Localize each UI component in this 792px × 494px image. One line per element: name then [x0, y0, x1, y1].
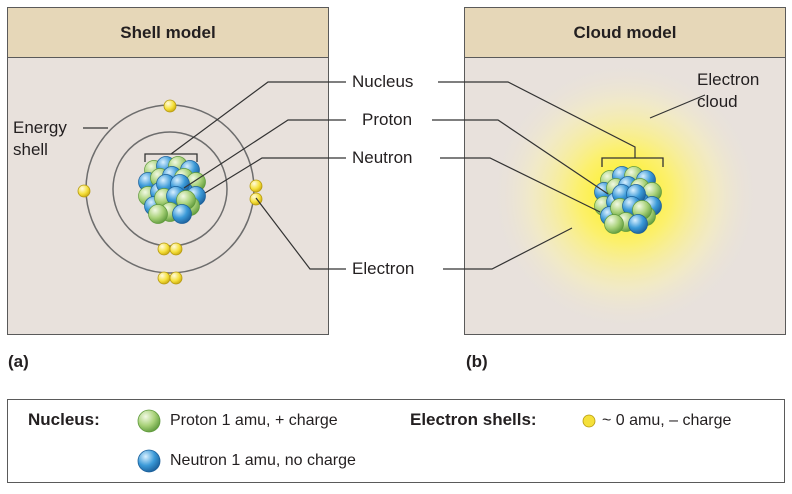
electron-swatch-icon	[582, 414, 596, 428]
electron-label: Electron	[352, 259, 415, 278]
leader-electron-cloud	[649, 94, 706, 119]
energy-shell-label: Energy shell	[13, 118, 67, 159]
electron	[163, 99, 177, 113]
proton	[604, 214, 624, 234]
cloud-model-title: Cloud model	[465, 8, 785, 58]
shell-model-title: Shell model	[8, 8, 328, 58]
legend-electron-heading: Electron shells:	[410, 410, 537, 429]
neutron-swatch-icon	[137, 449, 161, 473]
panel-b-tag: (b)	[466, 352, 488, 371]
panel-a-tag: (a)	[8, 352, 29, 371]
legend-neutron-text: Neutron 1 amu, no charge	[170, 452, 356, 469]
leader-electron-a	[255, 197, 346, 270]
electron	[157, 242, 171, 256]
electron	[169, 242, 183, 256]
electron	[157, 271, 171, 285]
nucleus-bracket-b	[601, 157, 664, 167]
electron	[249, 179, 263, 193]
proton-label: Proton	[362, 110, 413, 129]
legend-electron-text: ~ 0 amu, – charge	[602, 412, 732, 429]
nucleus-shell-model	[138, 156, 206, 224]
leader-nucleus-b	[438, 81, 636, 158]
legend: Nucleus: Proton 1 amu, + charge Neutron …	[7, 399, 785, 483]
energy-shell-inner	[112, 131, 228, 247]
neutron-label: Neutron	[352, 148, 413, 167]
electron	[77, 184, 91, 198]
electrons	[77, 99, 263, 285]
electron-cloud-label: Electron cloud	[697, 70, 760, 111]
neutron	[172, 204, 192, 224]
leader-nucleus-a	[170, 81, 346, 155]
leader-proton-b	[432, 119, 609, 195]
neutron	[628, 214, 648, 234]
nucleus-label: Nucleus	[352, 72, 414, 91]
legend-nucleus-heading: Nucleus:	[28, 410, 100, 429]
leader-neutron-b	[440, 157, 601, 213]
leader-electron-b	[443, 227, 573, 270]
proton-swatch-icon	[137, 409, 161, 433]
nucleus-cloud-model	[594, 166, 662, 234]
proton	[148, 204, 168, 224]
electron	[169, 271, 183, 285]
leader-proton-a	[183, 119, 346, 189]
legend-proton-text: Proton 1 amu, + charge	[170, 412, 338, 429]
leader-neutron-a	[204, 157, 346, 194]
